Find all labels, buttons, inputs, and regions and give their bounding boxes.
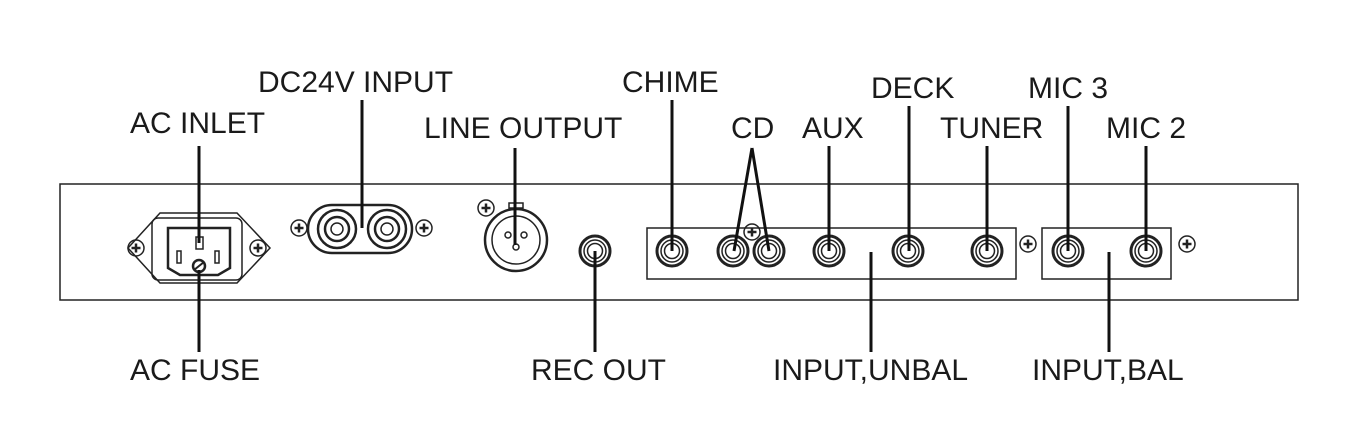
input-bal-block: [1041, 227, 1172, 280]
label-mic3: MIC 3: [1028, 72, 1108, 105]
label-ac-inlet: AC INLET: [130, 107, 265, 140]
label-cd: CD: [731, 112, 774, 145]
screw-icon: [248, 238, 268, 258]
label-input-unbal: INPUT,UNBAL: [773, 354, 968, 387]
screw-icon: [1018, 234, 1038, 254]
leader-lines: [197, 100, 1148, 352]
line-output-xlr: [476, 198, 549, 273]
screw-icon: [742, 222, 762, 242]
screw-icon: [476, 198, 496, 218]
ac-inlet: [126, 212, 272, 284]
label-mic2: MIC 2: [1106, 112, 1186, 145]
label-tuner: TUNER: [940, 112, 1043, 145]
screw-icon: [126, 238, 146, 258]
screw-icon: [1177, 234, 1197, 254]
label-input-bal: INPUT,BAL: [1032, 354, 1184, 387]
cd-left-jack: [716, 234, 750, 268]
dc24v-input-terminal: [289, 203, 434, 255]
input-unbal-block: [646, 227, 1017, 280]
label-deck: DECK: [871, 72, 954, 105]
label-aux: AUX: [802, 112, 864, 145]
screw-icon: [289, 218, 309, 238]
label-line-output: LINE OUTPUT: [424, 112, 622, 145]
label-rec-out: REC OUT: [531, 354, 666, 387]
label-dc24v-input: DC24V INPUT: [258, 66, 453, 99]
label-chime: CHIME: [622, 66, 719, 99]
label-ac-fuse: AC FUSE: [130, 354, 260, 387]
screw-icon: [414, 218, 434, 238]
rear-panel: [59, 183, 1299, 301]
